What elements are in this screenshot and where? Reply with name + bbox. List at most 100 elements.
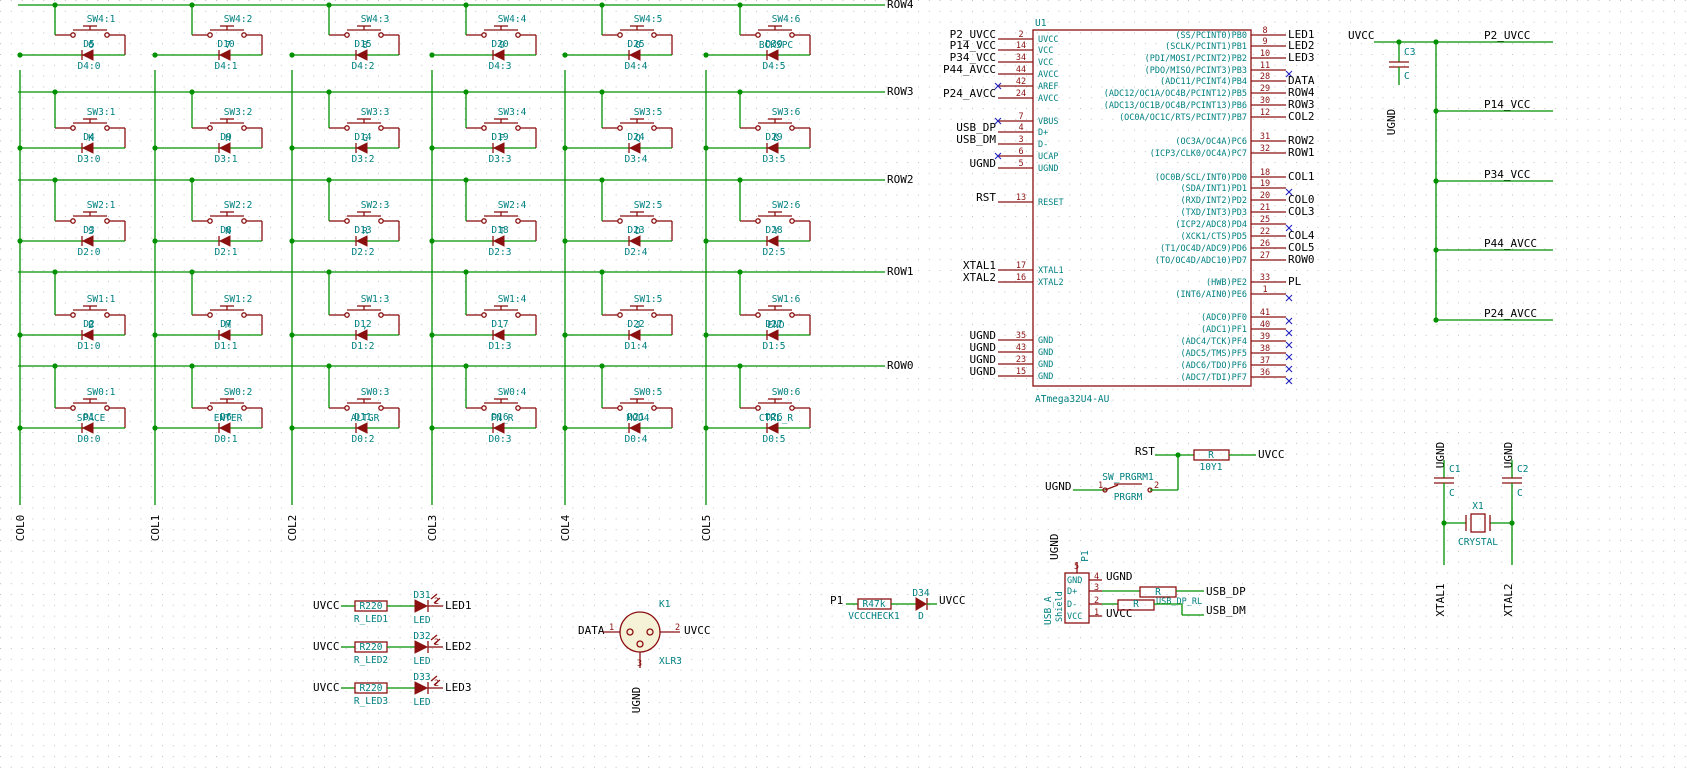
switch-ref: SW2:3 (361, 200, 390, 211)
ic-pin-name: D+ (1038, 128, 1048, 138)
usb-shield-net: UGND (1048, 534, 1061, 561)
switch-ref: SW0:4 (498, 387, 527, 398)
no-connect-mark (1285, 294, 1293, 302)
ic-pin-number: 20 (1260, 191, 1270, 201)
diode-ref: D1 (83, 412, 95, 423)
ic-pin-name: UCAP (1038, 152, 1058, 162)
usb-dm-net: USB_DM (1206, 604, 1246, 617)
diode-symbol (766, 235, 779, 247)
diode-symbol (628, 235, 641, 247)
uvcc-label: UVCC (1258, 448, 1285, 461)
ic-pin-name: D- (1038, 140, 1048, 150)
led-symbol (414, 681, 429, 695)
ic-pin-number: 22 (1260, 227, 1270, 237)
diode-ref: D12 (354, 319, 371, 330)
switch-ref: SW3:6 (772, 107, 801, 118)
ic-right-net-label: LED2 (1288, 39, 1315, 52)
led-resistor-value: R220 (360, 601, 383, 612)
xlr-ref: K1 (659, 599, 671, 610)
diode-value: D0:2 (352, 434, 375, 445)
switch-key-label: MOD4 (627, 413, 650, 424)
switch-contact (481, 312, 487, 318)
junction-dot (599, 2, 605, 8)
led-light-arrow (433, 679, 441, 686)
diode-value: D3:5 (763, 154, 786, 165)
no-connect-mark (1285, 353, 1293, 361)
pin-number: 3 (637, 659, 642, 669)
switch-contact (755, 218, 761, 224)
no-connect-mark (1285, 224, 1293, 232)
switch-contact (651, 218, 657, 224)
diode-value: D2:5 (763, 247, 786, 258)
check-uvcc-label: UVCC (939, 594, 966, 607)
switch-contact (207, 125, 213, 131)
xlr-data-label: DATA (578, 624, 605, 637)
usb-dp-net: USB_DP (1206, 585, 1246, 598)
switch-ref: SW4:5 (634, 14, 663, 25)
ic-pin-number: 34 (1016, 53, 1026, 63)
led-ref: D33 (413, 672, 430, 683)
ic-pin-number: 21 (1260, 203, 1270, 213)
ic-pin-number: 40 (1260, 320, 1270, 330)
ic-pin-number: 31 (1260, 132, 1270, 142)
ic-pin-number: 26 (1260, 239, 1270, 249)
switch-key-label: J (635, 320, 641, 331)
switch-contact (378, 218, 384, 224)
ic-pin-name: (SCLK/PCINT1)PB1 (1165, 42, 1247, 52)
switch-contact (617, 125, 623, 131)
switch-key-label: ALTGR (351, 413, 380, 424)
led-symbol (414, 599, 429, 613)
junction-dot (703, 425, 709, 431)
diode-symbol (628, 49, 641, 61)
led-symbol (414, 640, 429, 654)
switch-contact (755, 405, 761, 411)
switch-ref: SW1:5 (634, 294, 663, 305)
diode-symbol (628, 329, 641, 341)
switch-ref: SW0:2 (224, 387, 253, 398)
diode-value: D2:4 (625, 247, 648, 258)
switch-key-label: H (225, 133, 231, 144)
ic-pin-number: 3 (1018, 135, 1023, 145)
diode-ref: D26 (765, 412, 782, 423)
power-decoupling: UVCCC3CUGNDP2_UVCCP14_VCCP34_VCCP44_AVCC… (1348, 29, 1553, 323)
switch-contact (515, 405, 521, 411)
diode-value: D1:5 (763, 341, 786, 352)
ic-pin-name: VCC (1038, 46, 1053, 56)
switch-contact (481, 218, 487, 224)
ic-left-net-label: P24_AVCC (943, 87, 996, 100)
diode-symbol (492, 329, 505, 341)
diode-ref: D27 (765, 319, 782, 330)
diode-value: D1:4 (625, 341, 648, 352)
switch-contact (378, 32, 384, 38)
switch-contact (70, 312, 76, 318)
ic-left-net-label: UGND (970, 157, 997, 170)
ic-left-net-label: USB_DP (956, 121, 996, 134)
switch-contact (651, 405, 657, 411)
switch-key-label: 6 (88, 40, 94, 51)
diode-value: D0:3 (489, 434, 512, 445)
led-resistor-value: R220 (360, 683, 383, 694)
xlr-uvcc-label: UVCC (684, 624, 711, 637)
switch-key-label: G (362, 133, 368, 144)
switch-contact (755, 32, 761, 38)
switch-key-label: ENTER (214, 413, 243, 424)
xlr-pin (636, 640, 644, 648)
diode-ref: D13 (354, 225, 371, 236)
switch-contact (617, 405, 623, 411)
junction-dot (429, 238, 435, 244)
junction-dot (326, 269, 332, 275)
junction-dot (326, 177, 332, 183)
switch-key-label: FN_R (491, 413, 514, 424)
switch-contact (789, 32, 795, 38)
led-value: LED (413, 697, 430, 708)
junction-dot (152, 145, 158, 151)
p1-label: P1 (830, 594, 843, 607)
diode-ref: D4 (83, 132, 95, 143)
ic-pin-number: 27 (1260, 251, 1270, 261)
ic-pin-number: 7 (1018, 112, 1023, 122)
column-label-col4: COL4 (559, 514, 572, 541)
ic-pin-number: 42 (1016, 77, 1026, 87)
junction-dot (429, 145, 435, 151)
ic-pin-number: 23 (1016, 355, 1026, 365)
